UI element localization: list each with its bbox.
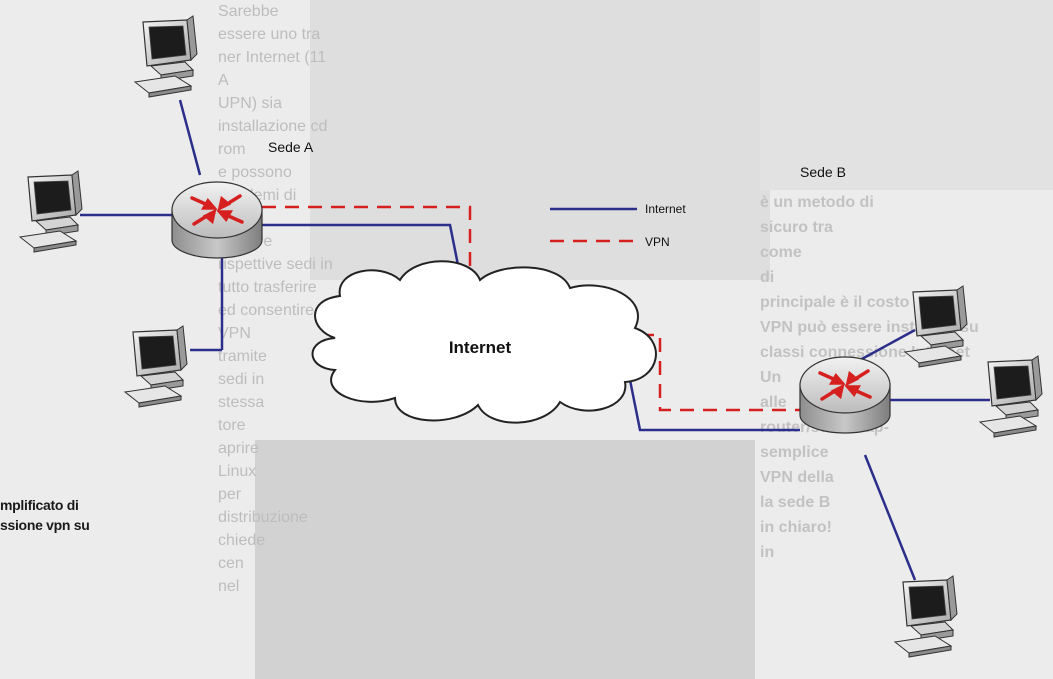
right-line: di <box>760 269 775 286</box>
internet-cloud <box>311 260 657 424</box>
right-line: come <box>760 244 802 261</box>
left-line: rispettive sedi in <box>218 256 333 273</box>
right-line: Un <box>760 369 782 386</box>
vpn-link <box>262 205 800 412</box>
cloud-label: Internet <box>449 338 512 357</box>
background-panel-top <box>310 0 770 280</box>
computer-icon <box>979 355 1043 438</box>
left-line: installazione cd rom <box>218 118 328 158</box>
right-line: sicuro tra <box>760 219 833 236</box>
site-a-label: Sede A <box>268 139 314 155</box>
left-line: stessa <box>218 394 265 411</box>
caption-line-2: ssione vpn su <box>0 517 90 533</box>
router-b-icon <box>799 356 891 434</box>
computer-icon <box>894 575 958 658</box>
background-screenshot <box>255 440 755 679</box>
right-line: semplice <box>760 444 829 461</box>
computer-icon <box>124 325 188 408</box>
left-line: UPN) sia <box>218 95 283 112</box>
left-line: distribuzione <box>218 509 308 526</box>
left-line: sedi in <box>218 371 265 388</box>
computer-icon <box>19 170 83 253</box>
left-line: Sarebbe <box>218 3 279 20</box>
left-line: ner Internet (11 A <box>218 49 327 89</box>
left-line: essere uno tra <box>218 26 321 43</box>
caption-line-1: mplificato di <box>0 497 79 513</box>
right-line: alle <box>760 394 787 411</box>
left-line: Linux <box>218 463 257 480</box>
background-panel-right <box>760 0 1053 190</box>
right-line: è un metodo di <box>760 194 874 211</box>
right-line: VPN della <box>760 469 834 486</box>
legend <box>550 207 637 243</box>
left-line: ed consentire VPN <box>218 302 315 342</box>
left-line: chiede <box>218 532 266 549</box>
legend-internet-label: Internet <box>645 202 686 216</box>
left-line: aprire <box>218 440 259 457</box>
left-line: per <box>218 486 242 503</box>
router-a-icon <box>171 181 263 259</box>
legend-vpn-label: VPN <box>645 235 670 249</box>
computer-icon <box>134 15 198 98</box>
left-line: e possono <box>218 164 292 181</box>
left-line: tramite <box>218 348 267 365</box>
left-line: tutto trasferire <box>218 279 317 296</box>
computer-icon <box>904 285 968 368</box>
right-line: in chiaro! <box>760 519 833 536</box>
right-line: principale è il costo <box>760 294 910 311</box>
left-line: nel <box>218 578 240 595</box>
figure-caption-fragment: mplificato di ssione vpn su <box>0 495 140 535</box>
site-b-label: Sede B <box>800 164 846 180</box>
left-line: tore <box>218 417 246 434</box>
right-line: in <box>760 544 775 561</box>
left-line: cen <box>218 555 244 572</box>
right-line: la sede B <box>760 494 831 511</box>
